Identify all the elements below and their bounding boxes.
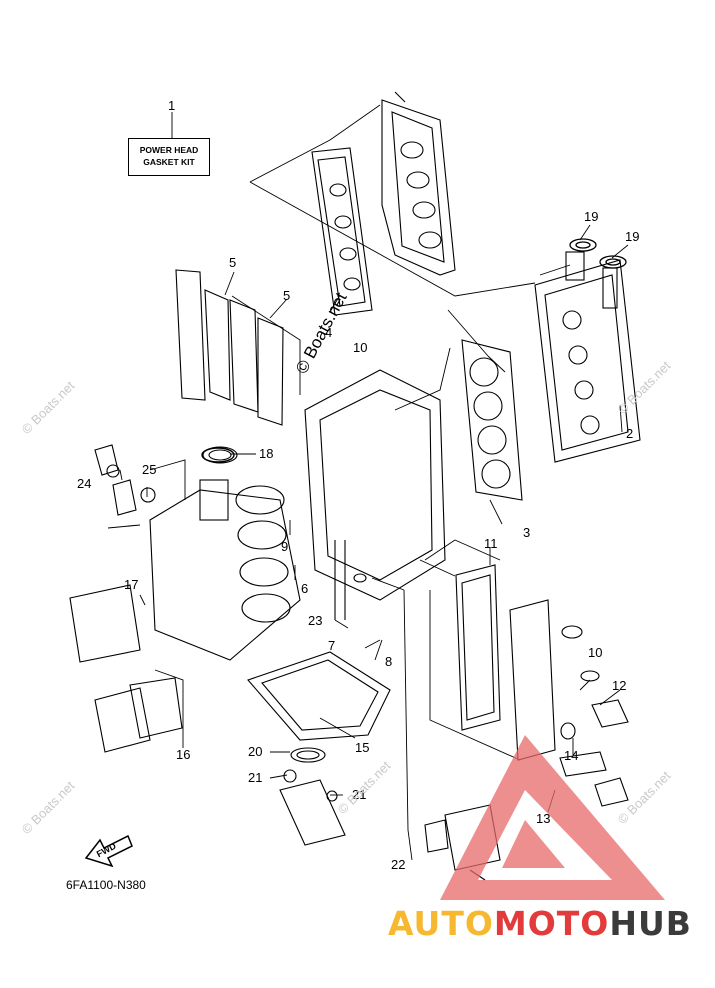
callout-13[interactable]: 13 [536, 811, 551, 826]
callout-10b[interactable]: 10 [588, 645, 603, 660]
callout-12[interactable]: 12 [612, 678, 627, 693]
cylinder-head [534, 251, 641, 463]
left-small-parts [94, 444, 156, 529]
callout-20[interactable]: 20 [248, 744, 263, 759]
kit-label-line1: POWER HEAD [139, 145, 199, 155]
leader-lines [119, 104, 629, 861]
callout-4[interactable]: 4 [325, 325, 333, 340]
power-head-gasket-kit-label: POWER HEAD GASKET KIT [128, 138, 210, 176]
callout-5a[interactable]: 5 [229, 255, 237, 270]
callout-18[interactable]: 18 [259, 446, 274, 461]
crankcase-cover [69, 584, 183, 753]
crankcase-assembly [149, 446, 301, 661]
exhaust-cover [455, 564, 556, 761]
callout-17[interactable]: 17 [124, 577, 139, 592]
right-small-parts [559, 625, 629, 807]
fwd-arrow [84, 834, 133, 868]
callout-11[interactable]: 11 [484, 536, 498, 551]
callout-8[interactable]: 8 [385, 654, 393, 669]
callout-21b[interactable]: 21 [352, 787, 367, 802]
seal-18 [201, 447, 235, 463]
brand-part-hub: HUB [609, 904, 692, 943]
brand-part-auto: AUTO [388, 904, 494, 943]
cylinder-block [304, 369, 446, 620]
callout-25[interactable]: 25 [142, 462, 157, 477]
callout-24[interactable]: 24 [77, 476, 92, 491]
callout-3[interactable]: 3 [523, 525, 531, 540]
callout-5b[interactable]: 5 [283, 288, 291, 303]
callout-19a[interactable]: 19 [584, 209, 599, 224]
head-gasket [461, 339, 523, 501]
cover-gasket [311, 147, 373, 316]
exhaust-gaskets [175, 269, 284, 426]
callout-10a[interactable]: 10 [353, 340, 368, 355]
callout-19b[interactable]: 19 [625, 229, 640, 244]
kit-label-line2: GASKET KIT [143, 157, 195, 167]
callout-6[interactable]: 6 [301, 581, 309, 596]
callout-7[interactable]: 7 [328, 638, 336, 653]
oil-pan-gasket [247, 651, 391, 741]
brand-part-moto: MOTO [493, 904, 610, 943]
callout-1[interactable]: 1 [168, 98, 176, 113]
callout-2[interactable]: 2 [626, 426, 634, 441]
callout-16[interactable]: 16 [176, 747, 191, 762]
oil-seals-19 [569, 238, 627, 269]
callout-23[interactable]: 23 [308, 613, 323, 628]
callout-14[interactable]: 14 [564, 748, 579, 763]
head-cover [381, 91, 456, 276]
callout-21a[interactable]: 21 [248, 770, 263, 785]
callout-22[interactable]: 22 [391, 857, 406, 872]
logo-triangle [440, 735, 665, 900]
lower-seal-parts [279, 747, 346, 846]
diagram-code: 6FA1100-N380 [66, 878, 146, 892]
callout-9[interactable]: 9 [281, 539, 289, 554]
callout-15[interactable]: 15 [355, 740, 370, 755]
automotohub-logo: AUTOMOTOHUB [388, 904, 692, 943]
